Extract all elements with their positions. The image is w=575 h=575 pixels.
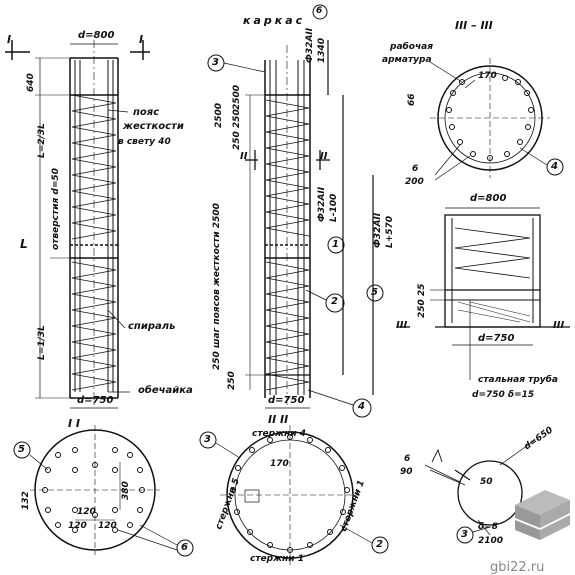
s3-callout-4: 4 [551,161,558,172]
s2-callout-3: 3 [204,434,211,445]
detail-callout-3: 3 [461,529,468,540]
pipe-d800: d=800 [470,193,507,204]
cage-dim-250: 250 [227,371,237,390]
cage-callout-1: 1 [332,239,339,250]
detail-spec: δ=8 [478,522,498,532]
s3-dim-170: 170 [478,71,497,81]
s2-dim-170: 170 [270,459,289,469]
cage-rings-pitch: 250 шаг поясов жесткости 2500 [212,203,222,370]
detail-dim-50: 50 [480,477,493,487]
pile-diameter-bottom: d=750 [77,395,114,406]
detail-callout-6: 6 [404,454,411,464]
section-1-1 [13,425,194,557]
steel-pipe-spec: d=750 δ=15 [472,390,535,400]
s1-callout-6: 6 [181,542,188,553]
section-marker-3-right: III [553,320,565,331]
section-label-3-3: III – III [455,19,493,32]
s3-dim-66: 66 [407,93,417,106]
s1-dim-132: 132 [21,491,31,510]
pile-dim-upper: L=2/3L [37,123,47,158]
stiffening-ring-label-2: жесткости [123,121,184,132]
cage-callout-4: 4 [358,401,365,412]
pile-diameter-top: d=800 [78,30,115,41]
section-label-2-2: II II [268,413,289,426]
cage-diameter: d=750 [268,395,305,406]
s1-dim-380: 380 [121,481,131,500]
cage-title: каркас [243,14,306,27]
pipe-dim-250-25: 250 25 [417,283,427,318]
detail-length: 2100 [478,536,504,546]
watermark-logo [515,490,570,540]
section-marker-2-right: II [320,151,328,162]
cage-bar-2-length: L-100 [329,193,339,222]
cage-dim-250-250: 250 250 [232,109,242,150]
cage-dim-2500a: 2500 [214,102,224,128]
stiffening-ring-label-3: в свету 40 [118,137,171,147]
pile-dim-640: 640 [26,73,36,92]
watermark-site[interactable]: gbi22.ru [490,560,545,575]
cage-callout-6: 6 [316,6,323,16]
detail-callout-90: 90 [400,467,413,477]
pipe-d750: d=750 [478,333,515,344]
working-bars-label: рабочая [390,42,434,52]
section-3-3 [429,58,564,181]
section-label-1-1-top: I [7,33,12,46]
cage-callout-5: 5 [371,287,378,298]
cage-bar-1-length: 1340 [317,37,327,63]
working-bars-label-2: арматура [382,55,432,65]
s1-dim-120b: 120 [68,521,87,531]
section-marker-2: II [240,151,248,162]
s3-callout-6: 6 [412,164,419,174]
section-2-2 [199,425,389,565]
spiral-label: спираль [128,321,176,332]
s3-callout-200: 200 [405,177,424,187]
stiffening-ring-label: пояс [133,107,160,118]
section-label-1-1-bottom: I I [68,417,81,430]
steel-pipe-label: стальная труба [478,375,558,385]
pipe-detail [398,207,570,380]
cage-bar-1: Ф32АII [305,27,315,63]
s2-callout-2: 2 [376,539,383,550]
s2-bars-bottom: стержни 1 [250,554,304,564]
s1-callout-5: 5 [18,444,25,455]
s1-dim-120a: 120 [77,507,96,517]
cage-bar-5: Ф32АII [373,212,383,248]
pile-dim-lower: L=1/3L [37,325,47,360]
cage-callout-3: 3 [212,57,219,68]
cage-dim-2500b: 2500 [232,84,242,110]
pile-elevation [5,40,150,409]
s1-dim-120c: 120 [98,521,117,531]
section-marker-3-left: III [396,320,408,331]
s2-bars-top: стержни 4 [252,429,306,439]
detail-bottom-right [424,439,536,544]
cage-callout-2: 2 [331,296,338,307]
shell-label: обечайка [138,385,193,396]
cage-bar-2: Ф32АII [317,186,327,222]
pile-length-L: L [20,237,28,251]
cage-elevation [207,4,384,418]
section-label-1-1-top-right: I [139,33,144,46]
cage-bar-5-length: L+570 [385,215,395,248]
pile-hole-label: отверстия d=50 [51,168,61,250]
